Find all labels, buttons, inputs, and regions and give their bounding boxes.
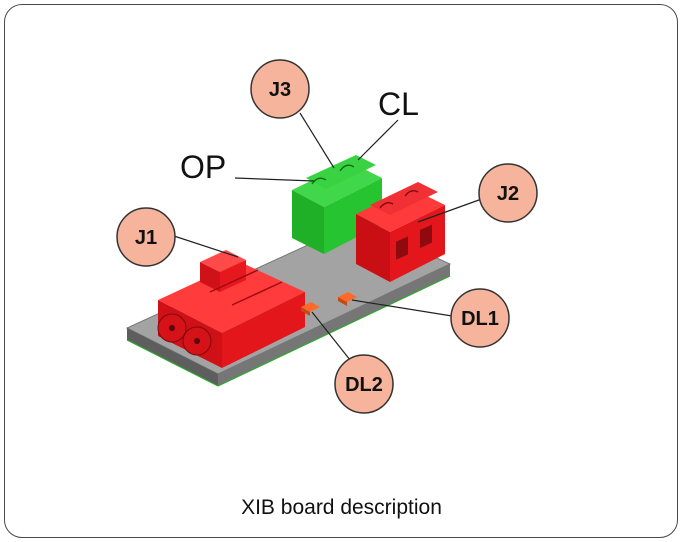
j3-terminal	[292, 155, 382, 254]
dl2-led	[301, 302, 320, 316]
diagram-frame	[4, 4, 678, 538]
pin-label-op: OP	[180, 149, 226, 185]
callout-j3-label: J3	[269, 79, 291, 101]
dl1-led	[338, 292, 357, 306]
j1-connector	[157, 250, 305, 368]
diagram-caption: XIB board description	[241, 496, 442, 519]
callout-dl2: DL2	[334, 354, 394, 414]
callout-dl1: DL1	[450, 288, 510, 348]
j2-terminal	[356, 182, 445, 282]
callout-j1-label: J1	[135, 227, 157, 249]
callout-dl1-label: DL1	[461, 308, 499, 330]
callout-j3: J3	[250, 59, 310, 119]
callout-j1: J1	[116, 207, 176, 267]
callout-j2-label: J2	[497, 183, 519, 205]
callout-j2: J2	[478, 163, 538, 223]
pin-label-cl: CL	[378, 86, 419, 122]
callout-dl2-label: DL2	[345, 374, 383, 396]
